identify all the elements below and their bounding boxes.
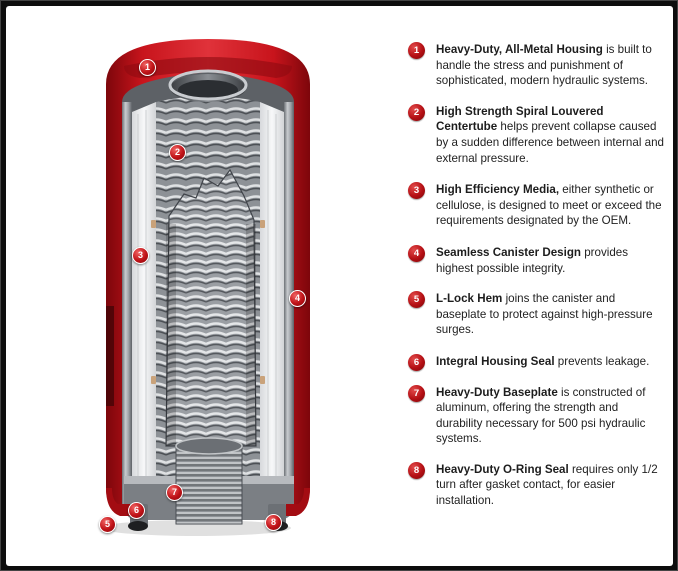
callout-7-baseplate: 7 [166,484,183,501]
feature-description: is built to handle the stress and punish… [436,43,652,88]
feature-title: Heavy-Duty Baseplate [436,385,558,399]
feature-description: provides highest possible integrity. [436,245,629,275]
callout-8-o-ring-seal: 8 [265,514,282,531]
feature-description: helps prevent collapse caused by a sudde… [436,120,664,165]
filter-cutaway-svg [101,39,310,536]
feature-item-3: 3 High Efficiency Media, either syntheti… [408,182,666,229]
feature-item-1: 1 Heavy-Duty, All-Metal Housing is built… [408,42,666,89]
feature-description: requires only 1/2 turn after gasket cont… [436,462,658,508]
feature-number-badge: 4 [408,244,425,262]
callout-1-housing: 1 [139,59,156,76]
feature-number-badge: 2 [408,103,425,121]
feature-number-badge: 3 [408,182,425,200]
feature-title: L-Lock Hem [436,292,503,306]
feature-item-7: 7 Heavy-Duty Baseplate is constructed of… [408,384,666,447]
filter-cutaway-illustration: 1 2 3 4 5 6 7 8 [6,6,386,566]
feature-description: either synthetic or cellulose, is design… [436,183,662,228]
feature-description: prevents leakage. [554,354,650,368]
callout-3-media: 3 [132,247,149,264]
callout-2-centertube: 2 [169,144,186,161]
feature-item-5: 5 L-Lock Hem joins the canister and base… [408,291,666,338]
feature-number-badge: 6 [408,353,425,371]
content-panel: 1 2 3 4 5 6 7 8 1 Heavy-Duty, All-Metal … [6,6,673,566]
feature-list: 1 Heavy-Duty, All-Metal Housing is built… [408,42,666,509]
feature-number-badge: 5 [408,291,425,309]
feature-title: Integral Housing Seal [436,354,555,368]
callout-4-canister: 4 [289,290,306,307]
feature-title: Seamless Canister Design [436,245,581,259]
feature-item-2: 2 High Strength Spiral Louvered Centertu… [408,103,666,166]
feature-number-badge: 1 [408,42,425,59]
feature-title: Heavy-Duty, All-Metal Housing [436,43,603,56]
feature-item-6: 6 Integral Housing Seal prevents leakage… [408,353,666,371]
feature-item-4: 4 Seamless Canister Design provides high… [408,244,666,276]
feature-number-badge: 8 [408,461,425,479]
callout-6-housing-seal: 6 [128,502,145,519]
feature-description: is constructed of aluminum, offering the… [436,385,646,446]
feature-number-badge: 7 [408,384,425,402]
feature-item-8: 8 Heavy-Duty O-Ring Seal requires only 1… [408,461,666,509]
callout-5-l-lock-hem: 5 [99,516,116,533]
feature-description: joins the canister and baseplate to prot… [436,292,653,337]
feature-title: Heavy-Duty O-Ring Seal [436,462,569,476]
feature-title: High Strength Spiral Louvered Centertube [436,104,604,134]
feature-title: High Efficiency Media, [436,183,560,197]
